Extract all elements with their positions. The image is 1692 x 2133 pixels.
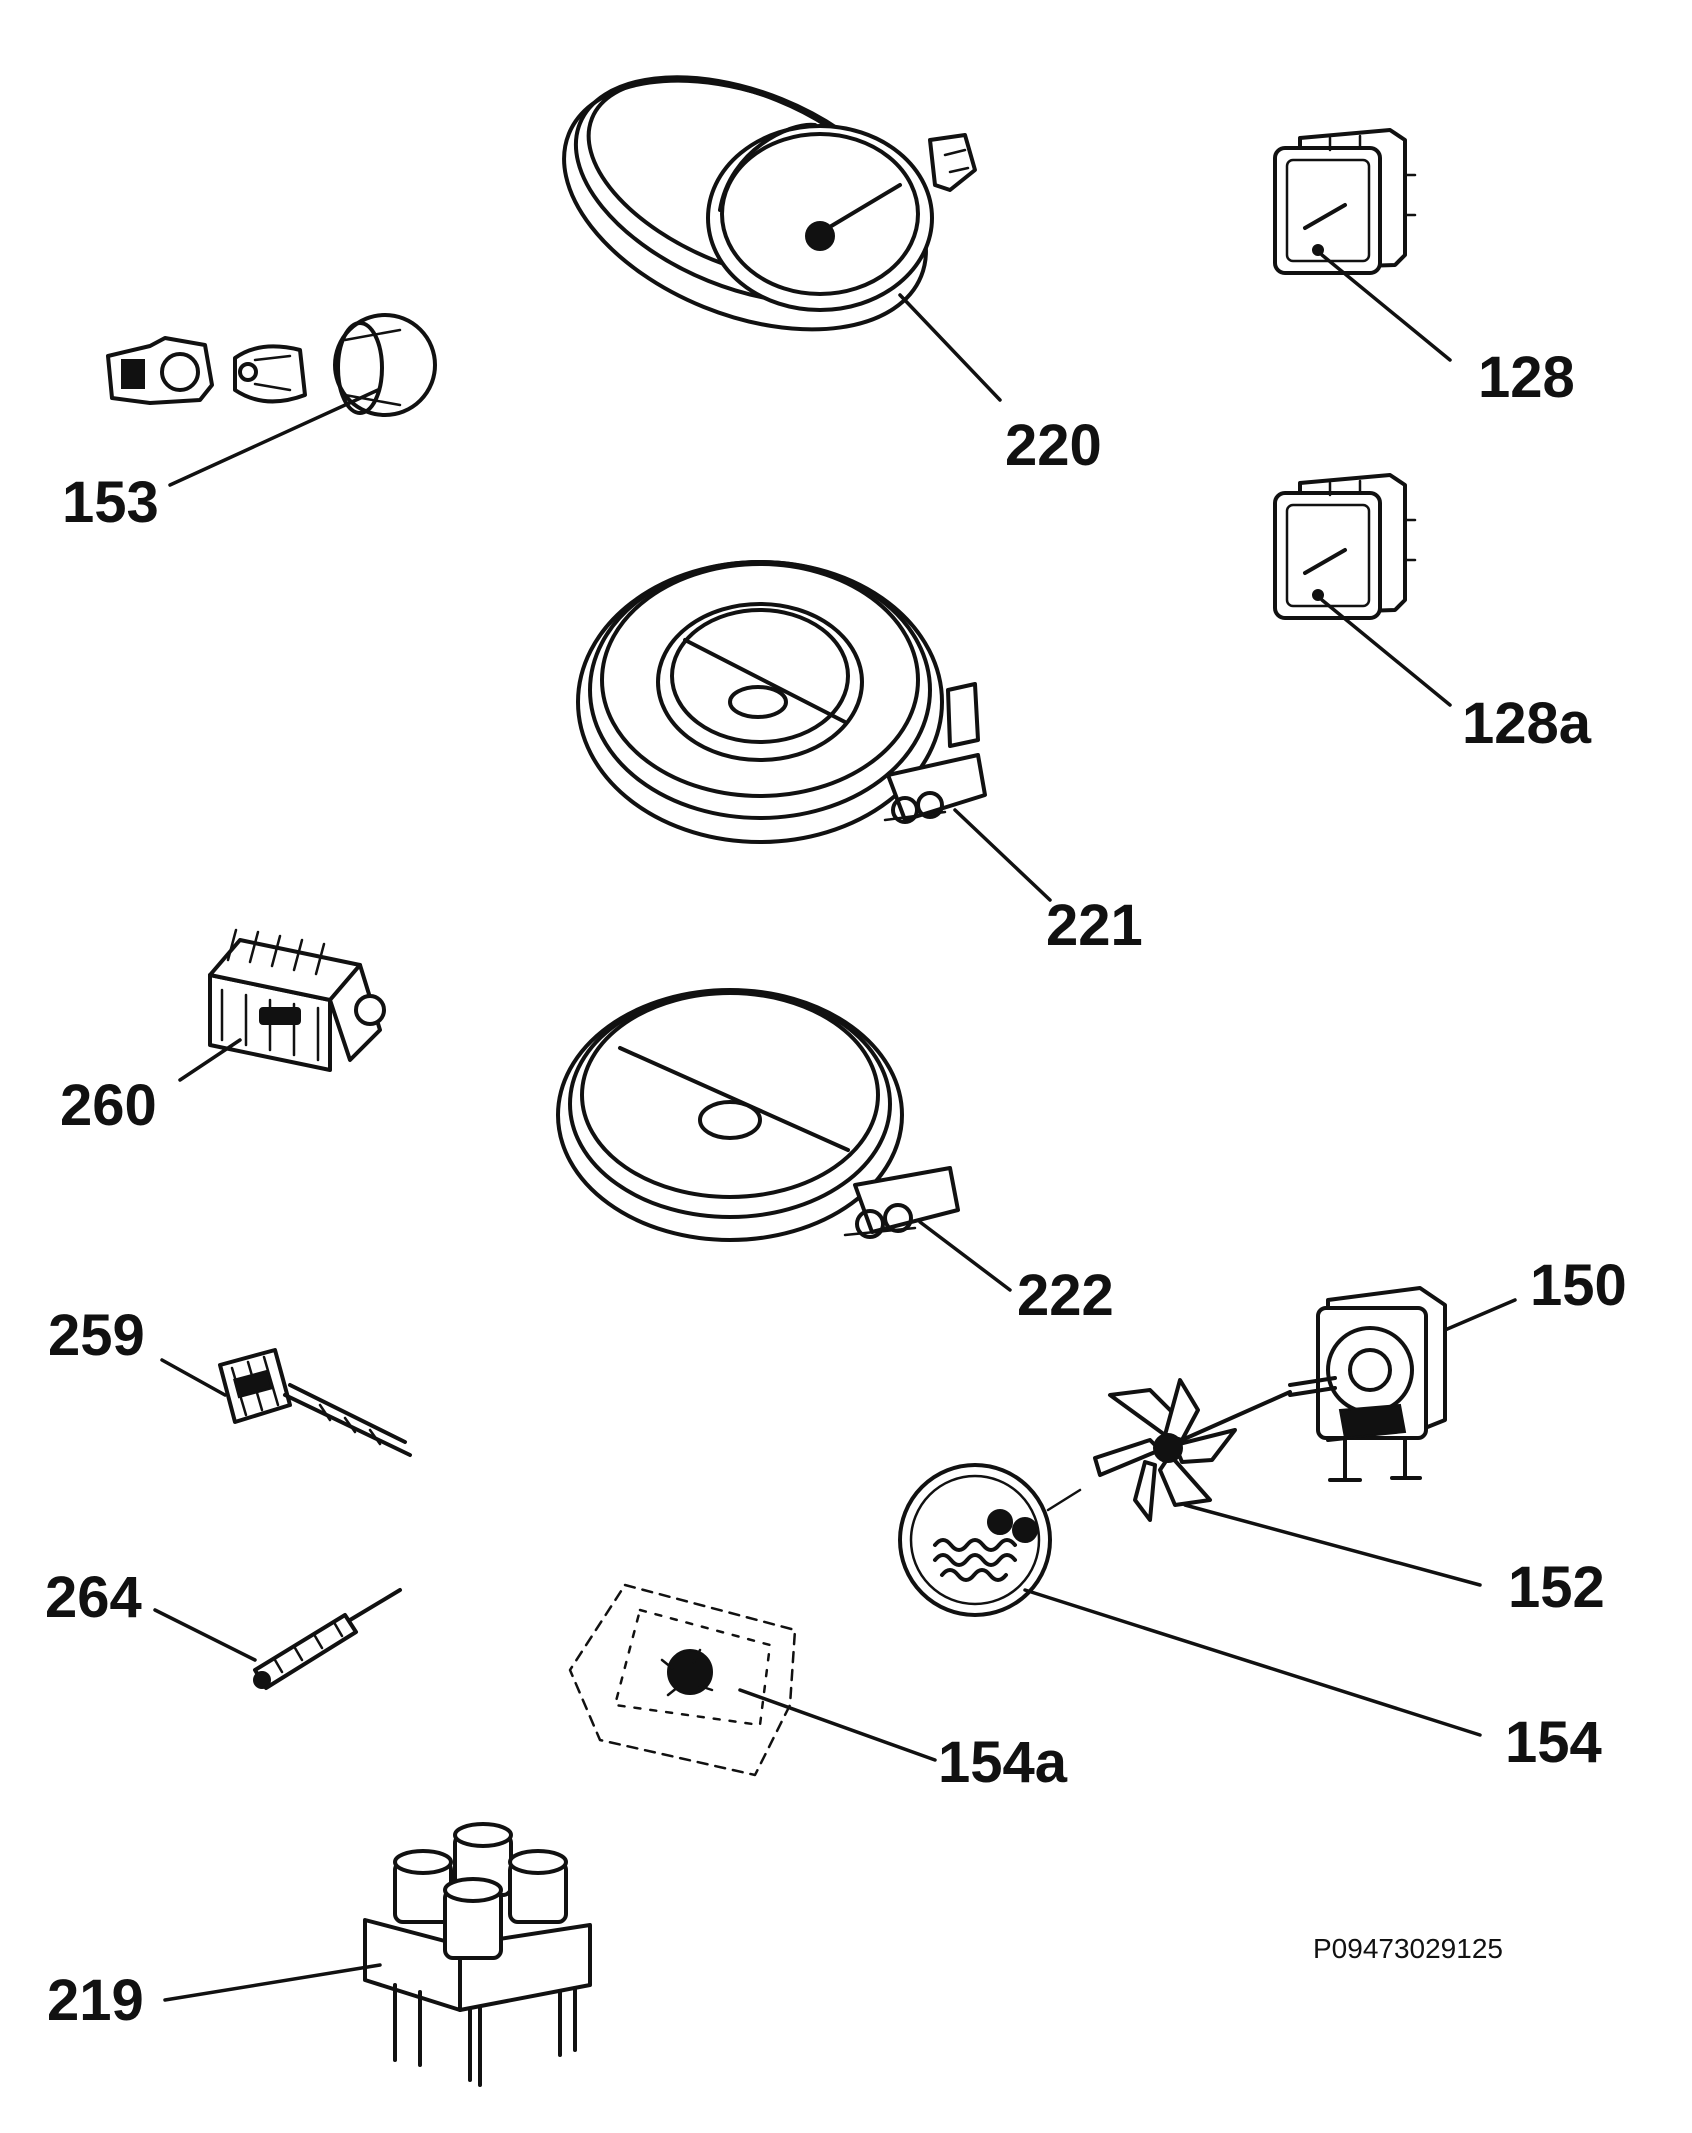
part-153-oven-lamp-icon [106, 313, 437, 417]
callout-221: 221 [1046, 893, 1143, 958]
part-150-fan-motor-icon [1288, 1286, 1447, 1482]
part-222-single-hotplate-icon [556, 988, 960, 1242]
leader-lines [153, 253, 1517, 2002]
leader-260 [178, 1038, 242, 1082]
part-264-thermal-fuse-icon [253, 1588, 402, 1690]
leader-153 [168, 388, 380, 487]
leader-220 [898, 293, 1002, 402]
callout-154: 154 [1505, 1710, 1602, 1775]
leader-221 [953, 808, 1052, 902]
callout-260: 260 [60, 1073, 157, 1138]
part-128-energy-regulator-icon [1273, 128, 1417, 275]
leader-154 [1023, 1588, 1482, 1737]
leader-150 [1443, 1298, 1517, 1332]
leader-128 [1320, 253, 1452, 362]
leader-259 [160, 1358, 227, 1397]
diagram-code: P09473029125 [1313, 1933, 1503, 1964]
leader-128a [1320, 598, 1452, 707]
leader-154a [738, 1688, 937, 1762]
part-154-heating-element-icon [898, 1463, 1082, 1617]
part-219-indicator-lamp-block-icon [363, 1822, 592, 2087]
part-259-thermostat-icon [218, 1348, 412, 1457]
callout-154a: 154a [938, 1730, 1068, 1795]
part-152-fan-blade-icon [1093, 1378, 1292, 1522]
callout-152: 152 [1508, 1555, 1605, 1620]
callout-222: 222 [1017, 1263, 1114, 1328]
part-154a-insulation-pad-icon [568, 1583, 797, 1777]
leader-219 [163, 1963, 382, 2002]
part-220-oval-dual-hotplate-icon [562, 75, 977, 332]
callout-153: 153 [62, 470, 159, 535]
callout-264: 264 [45, 1565, 142, 1630]
part-221-dual-circuit-hotplate-icon [576, 560, 987, 844]
callout-219: 219 [47, 1968, 144, 2033]
callout-150: 150 [1530, 1253, 1627, 1318]
part-128a-energy-regulator-icon [1273, 473, 1417, 620]
leader-264 [153, 1608, 257, 1662]
part-260-selector-switch-icon [208, 928, 386, 1072]
callout-259: 259 [48, 1303, 145, 1368]
leader-222 [918, 1220, 1012, 1292]
leader-152 [1183, 1503, 1482, 1587]
callout-labels: 220 128 128a 153 221 260 222 150 259 152… [45, 345, 1627, 2033]
callout-128: 128 [1478, 345, 1575, 410]
callout-128a: 128a [1462, 691, 1592, 756]
callout-220: 220 [1005, 413, 1102, 478]
